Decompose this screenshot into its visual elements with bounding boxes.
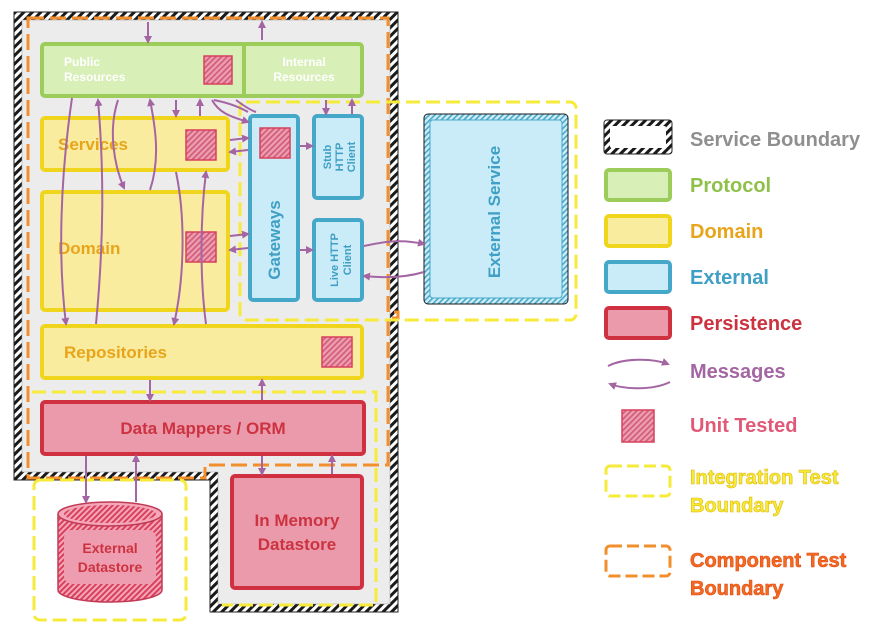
unit-tested-marker <box>259 127 291 159</box>
domain-box: Domain <box>40 190 230 312</box>
legend-service-boundary-label: Service Boundary <box>690 129 861 151</box>
domain-label: Domain <box>58 239 120 258</box>
legend-unit-tested: Unit Tested <box>621 409 797 443</box>
legend-service-boundary: Service Boundary <box>603 119 861 155</box>
live-http-client-label: Live HTTPClient <box>329 233 354 287</box>
repositories-box: Repositories <box>40 324 364 380</box>
unit-tested-marker <box>185 129 217 161</box>
integration-boundary-persistence <box>32 390 378 607</box>
stub-http-client-label: StubHTTPClient <box>322 141 358 172</box>
external-service-box: External Service <box>423 113 569 305</box>
message-arrows <box>60 20 426 504</box>
legend-domain: Domain <box>604 214 763 248</box>
gateways-label: Gateways <box>265 200 284 279</box>
legend-messages: Messages <box>607 358 786 390</box>
data-mappers-box: Data Mappers / ORM <box>40 400 366 456</box>
legend-persistence: Persistence <box>604 306 802 340</box>
unit-tested-marker <box>321 336 353 368</box>
legend-protocol-label: Protocol <box>690 175 771 197</box>
external-service-label: External Service <box>485 146 504 278</box>
repositories-label: Repositories <box>64 343 167 362</box>
legend-domain-label: Domain <box>690 221 763 243</box>
legend-protocol: Protocol <box>604 168 771 202</box>
legend-external-label: External <box>690 267 769 289</box>
legend: Service Boundary Protocol Domain Externa… <box>603 119 861 600</box>
gateways-box: Gateways <box>248 114 300 302</box>
data-mappers-label: Data Mappers / ORM <box>120 419 285 438</box>
component-test-boundary <box>26 16 400 480</box>
services-box: Services <box>40 116 230 172</box>
unit-tested-marker <box>203 55 233 85</box>
legend-external: External <box>604 260 769 294</box>
stub-http-client-box: StubHTTPClient <box>312 114 364 200</box>
legend-messages-label: Messages <box>690 361 786 383</box>
legend-unit-tested-label: Unit Tested <box>690 415 797 437</box>
legend-persistence-label: Persistence <box>690 313 802 335</box>
services-label: Services <box>58 135 128 154</box>
live-http-client-box: Live HTTPClient <box>312 218 364 302</box>
integration-boundary-external <box>238 100 578 322</box>
integration-boundary-datastore <box>32 478 188 622</box>
